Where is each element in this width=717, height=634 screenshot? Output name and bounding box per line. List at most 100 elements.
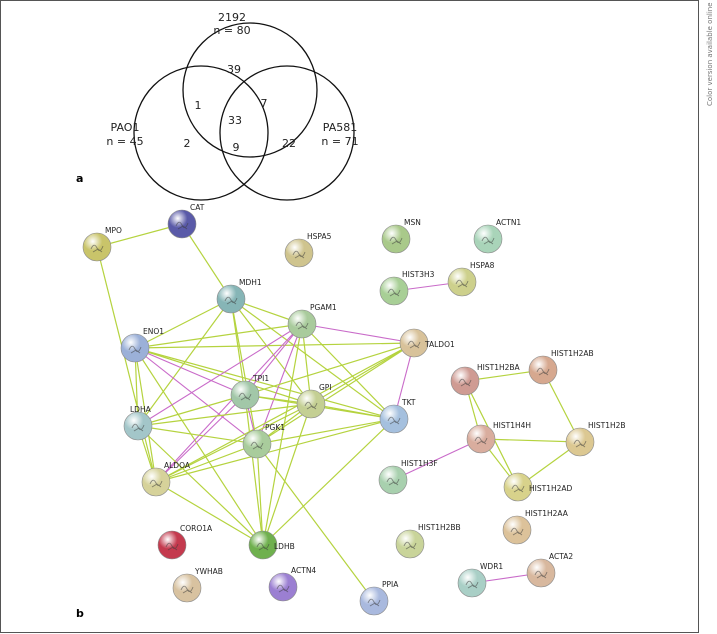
node-label: LDHB bbox=[274, 542, 295, 551]
node-aldoa[interactable]: ALDOA bbox=[141, 461, 191, 497]
node-sphere bbox=[473, 224, 503, 254]
node-label: WDR1 bbox=[480, 562, 503, 571]
node-sphere bbox=[395, 529, 425, 559]
node-sphere bbox=[230, 380, 260, 410]
structure-glyph bbox=[149, 479, 163, 488]
node-wdr1[interactable]: WDR1 bbox=[457, 562, 503, 598]
structure-glyph bbox=[180, 585, 194, 594]
node-label: MPO bbox=[105, 226, 122, 235]
node-label: HSPA5 bbox=[307, 232, 332, 241]
structure-glyph bbox=[131, 423, 145, 432]
structure-glyph bbox=[386, 477, 400, 486]
structure-glyph bbox=[175, 221, 189, 230]
node-mdh1[interactable]: MDH1 bbox=[216, 278, 262, 314]
node-hist1h2b[interactable]: HIST1H2B bbox=[565, 421, 626, 457]
edge-taldo1-aldoa bbox=[155, 342, 415, 483]
node-label: HIST1H2BA bbox=[477, 363, 521, 372]
structure-glyph bbox=[403, 541, 417, 550]
set-name-PAO1: PAO1 bbox=[111, 121, 140, 134]
edge-pgam1-aldoa bbox=[155, 323, 303, 483]
edge-aldoa-tkt bbox=[155, 418, 395, 483]
edge-hist1h4h-hist1h2b bbox=[480, 438, 581, 443]
node-actn4[interactable]: ACTN4 bbox=[268, 566, 316, 602]
structure-glyph bbox=[165, 542, 179, 551]
edge-tpi1-aldoa bbox=[155, 394, 246, 483]
edge-pgam1-taldo1 bbox=[301, 323, 415, 344]
node-cat[interactable]: CAT bbox=[167, 203, 205, 239]
node-label: TKT bbox=[401, 398, 416, 407]
node-hist1h2ab[interactable]: HIST1H2AB bbox=[528, 349, 594, 385]
structure-glyph bbox=[276, 584, 290, 593]
node-sphere bbox=[457, 568, 487, 598]
node-hist1h2ba[interactable]: HIST1H2BA bbox=[450, 363, 521, 396]
node-label: PPIA bbox=[382, 580, 399, 589]
node-label: TPI1 bbox=[252, 374, 269, 383]
node-sphere bbox=[502, 515, 532, 545]
node-label: HIST1H4H bbox=[493, 421, 531, 430]
node-sphere bbox=[167, 209, 197, 239]
figure-border bbox=[0, 0, 699, 633]
node-label: YWHAB bbox=[194, 567, 223, 576]
node-gpi[interactable]: GPI bbox=[296, 383, 332, 419]
structure-glyph bbox=[407, 340, 421, 349]
edge-mdh1-gpi bbox=[230, 298, 312, 405]
structure-glyph bbox=[224, 296, 238, 305]
node-hspa5[interactable]: HSPA5 bbox=[284, 232, 332, 268]
node-coro1a[interactable]: CORO1A bbox=[157, 524, 213, 560]
node-sphere bbox=[172, 573, 202, 603]
node-pgam1[interactable]: PGAM1 bbox=[287, 303, 337, 339]
node-hist1h2ad[interactable]: HIST1H2AD bbox=[503, 472, 573, 502]
node-ldha[interactable]: LDHA bbox=[123, 405, 153, 441]
node-label: CORO1A bbox=[180, 524, 213, 533]
structure-glyph bbox=[389, 236, 403, 245]
node-label: HIST1H2AB bbox=[551, 349, 594, 358]
set-name-PA581: PA581 bbox=[323, 121, 357, 134]
edge-eno1-pgam1 bbox=[134, 323, 303, 349]
side-note: Color version available online bbox=[706, 2, 714, 106]
node-taldo1[interactable]: TALDO1 bbox=[399, 328, 455, 358]
edge-mdh1-eno1 bbox=[134, 298, 232, 349]
node-eno1[interactable]: ENO1 bbox=[120, 327, 164, 363]
node-hist3h3[interactable]: HIST3H3 bbox=[379, 270, 435, 306]
node-hist1h4h[interactable]: HIST1H4H bbox=[466, 421, 531, 454]
structure-glyph bbox=[474, 436, 488, 445]
edge-eno1-tpi1 bbox=[134, 347, 246, 396]
node-label: GPI bbox=[319, 383, 332, 392]
structure-glyph bbox=[238, 392, 252, 401]
edge-tkt-ldhb bbox=[262, 418, 395, 546]
edge-gpi-aldoa bbox=[155, 403, 312, 483]
node-ywhab[interactable]: YWHAB bbox=[172, 567, 223, 603]
node-label: HIST1H2BB bbox=[418, 523, 461, 532]
node-actn1[interactable]: ACTN1 bbox=[473, 218, 521, 254]
panel-label-a: a bbox=[76, 172, 83, 185]
node-label: MDH1 bbox=[239, 278, 262, 287]
node-msn[interactable]: MSN bbox=[381, 218, 421, 254]
node-hist1h2aa[interactable]: HIST1H2AA bbox=[502, 509, 569, 545]
node-label: HIST1H2AA bbox=[525, 509, 569, 518]
edge-cat-mdh1 bbox=[181, 223, 232, 300]
structure-glyph bbox=[536, 367, 550, 376]
node-label: ACTA2 bbox=[549, 552, 573, 561]
structure-glyph bbox=[90, 244, 104, 253]
node-tpi1[interactable]: TPI1 bbox=[230, 374, 269, 410]
node-ppia[interactable]: PPIA bbox=[359, 580, 399, 616]
node-label: HSPA8 bbox=[470, 261, 495, 270]
node-hist1h2bb[interactable]: HIST1H2BB bbox=[395, 523, 461, 559]
node-acta2[interactable]: ACTA2 bbox=[526, 552, 573, 588]
node-hist1h3f[interactable]: HIST1H3F bbox=[378, 459, 438, 495]
structure-glyph bbox=[367, 598, 381, 607]
node-ldhb[interactable]: LDHB bbox=[248, 530, 295, 560]
node-hspa8[interactable]: HSPA8 bbox=[447, 261, 495, 297]
node-mpo[interactable]: MPO bbox=[82, 226, 122, 262]
node-sphere bbox=[82, 232, 112, 262]
structure-glyph bbox=[250, 441, 264, 450]
node-tkt[interactable]: TKT bbox=[379, 398, 416, 434]
node-sphere bbox=[242, 429, 272, 459]
node-pgk1[interactable]: PGK1 bbox=[242, 423, 285, 459]
structure-glyph bbox=[465, 580, 479, 589]
structure-glyph bbox=[387, 416, 401, 425]
node-label: PGK1 bbox=[265, 423, 285, 432]
